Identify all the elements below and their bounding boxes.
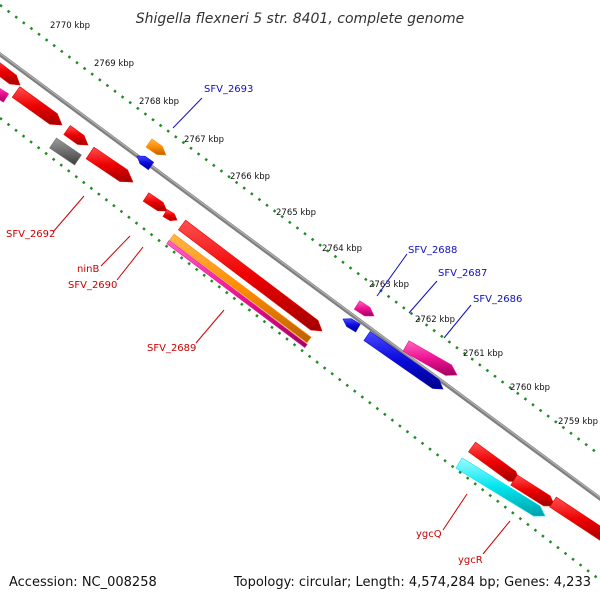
leader-line	[442, 493, 468, 531]
gene-feature-orange[interactable]	[145, 138, 167, 156]
gene-feature-pink[interactable]	[353, 300, 375, 317]
tick-label: 2767 kbp	[184, 135, 224, 145]
tick-label: 2769 kbp	[94, 59, 134, 69]
leader-line	[443, 304, 472, 339]
genome-backbone	[0, 51, 600, 502]
gene-feature-cyan[interactable]	[455, 457, 546, 517]
gene-feature-gray[interactable]	[49, 137, 82, 166]
gene-feature-red[interactable]	[85, 146, 134, 183]
gene-feature-red[interactable]	[177, 219, 323, 332]
tick-label: 2764 kbp	[322, 244, 362, 254]
gene-feature-blue[interactable]	[342, 318, 361, 333]
gene-feature-orange[interactable]	[169, 233, 312, 344]
tick-label: 2765 kbp	[276, 208, 316, 218]
gene-label-ninb[interactable]: ninB	[77, 264, 99, 275]
accession-text: Accession: NC_008258	[9, 575, 157, 590]
gene-feature-blue[interactable]	[363, 331, 444, 390]
gene-feature-pink[interactable]	[166, 239, 308, 349]
gene-feature-red[interactable]	[162, 209, 178, 222]
tick-label: 2763 kbp	[369, 280, 409, 290]
gene-label-sfv-2690[interactable]: SFV_2690	[68, 280, 117, 291]
gene-label-ygcq[interactable]: ygcQ	[416, 529, 442, 540]
gene-feature-red[interactable]	[142, 192, 168, 212]
tick-label: 2770 kbp	[50, 21, 90, 31]
gene-label-sfv-2692[interactable]: SFV_2692	[6, 229, 55, 240]
gene-label-sfv-2686[interactable]: SFV_2686	[473, 294, 522, 305]
upper-tick-rail	[0, 4, 600, 456]
leader-line	[195, 309, 225, 344]
tick-labels: 2770 kbp 2769 kbp 2768 kbp 2767 kbp 2766…	[50, 21, 598, 427]
gene-feature-pink[interactable]	[0, 84, 10, 103]
gene-feature-red[interactable]	[510, 474, 556, 507]
tick-label: 2768 kbp	[139, 97, 179, 107]
leader-line	[116, 246, 144, 281]
tick-label: 2759 kbp	[558, 417, 598, 427]
leader-line	[408, 280, 438, 314]
gene-label-ygcr[interactable]: ygcR	[458, 555, 483, 566]
leader-line	[376, 253, 408, 297]
leader-line	[52, 195, 85, 233]
tick-label: 2761 kbp	[463, 349, 503, 359]
gene-feature-blue[interactable]	[136, 155, 155, 171]
topology-text: Topology: circular; Length: 4,574,284 bp…	[233, 575, 591, 590]
gene-label-sfv-2688[interactable]: SFV_2688	[408, 245, 457, 256]
gene-feature-pink[interactable]	[402, 340, 458, 376]
gene-label-sfv-2689[interactable]: SFV_2689	[147, 343, 196, 354]
leader-line	[172, 97, 203, 129]
gene-labels: SFV_2693 SFV_2688 SFV_2687 SFV_2686 SFV_…	[6, 84, 522, 566]
gene-features	[0, 58, 600, 542]
gene-feature-red[interactable]	[0, 58, 21, 86]
genome-backbone-highlight	[0, 52, 600, 499]
label-leader-lines	[52, 97, 511, 555]
tick-label: 2766 kbp	[230, 172, 270, 182]
leader-line	[482, 520, 511, 555]
lower-tick-rail	[0, 117, 600, 581]
tick-label: 2760 kbp	[510, 383, 550, 393]
gene-label-sfv-2693[interactable]: SFV_2693	[204, 84, 253, 95]
gene-label-sfv-2687[interactable]: SFV_2687	[438, 268, 487, 279]
map-title: Shigella flexneri 5 str. 8401, complete …	[136, 11, 465, 27]
gene-feature-red[interactable]	[63, 125, 89, 146]
tick-label: 2762 kbp	[415, 315, 455, 325]
tick-rails	[0, 4, 600, 581]
leader-line	[100, 235, 131, 267]
gene-feature-red[interactable]	[11, 86, 63, 126]
gene-feature-red[interactable]	[549, 496, 600, 542]
